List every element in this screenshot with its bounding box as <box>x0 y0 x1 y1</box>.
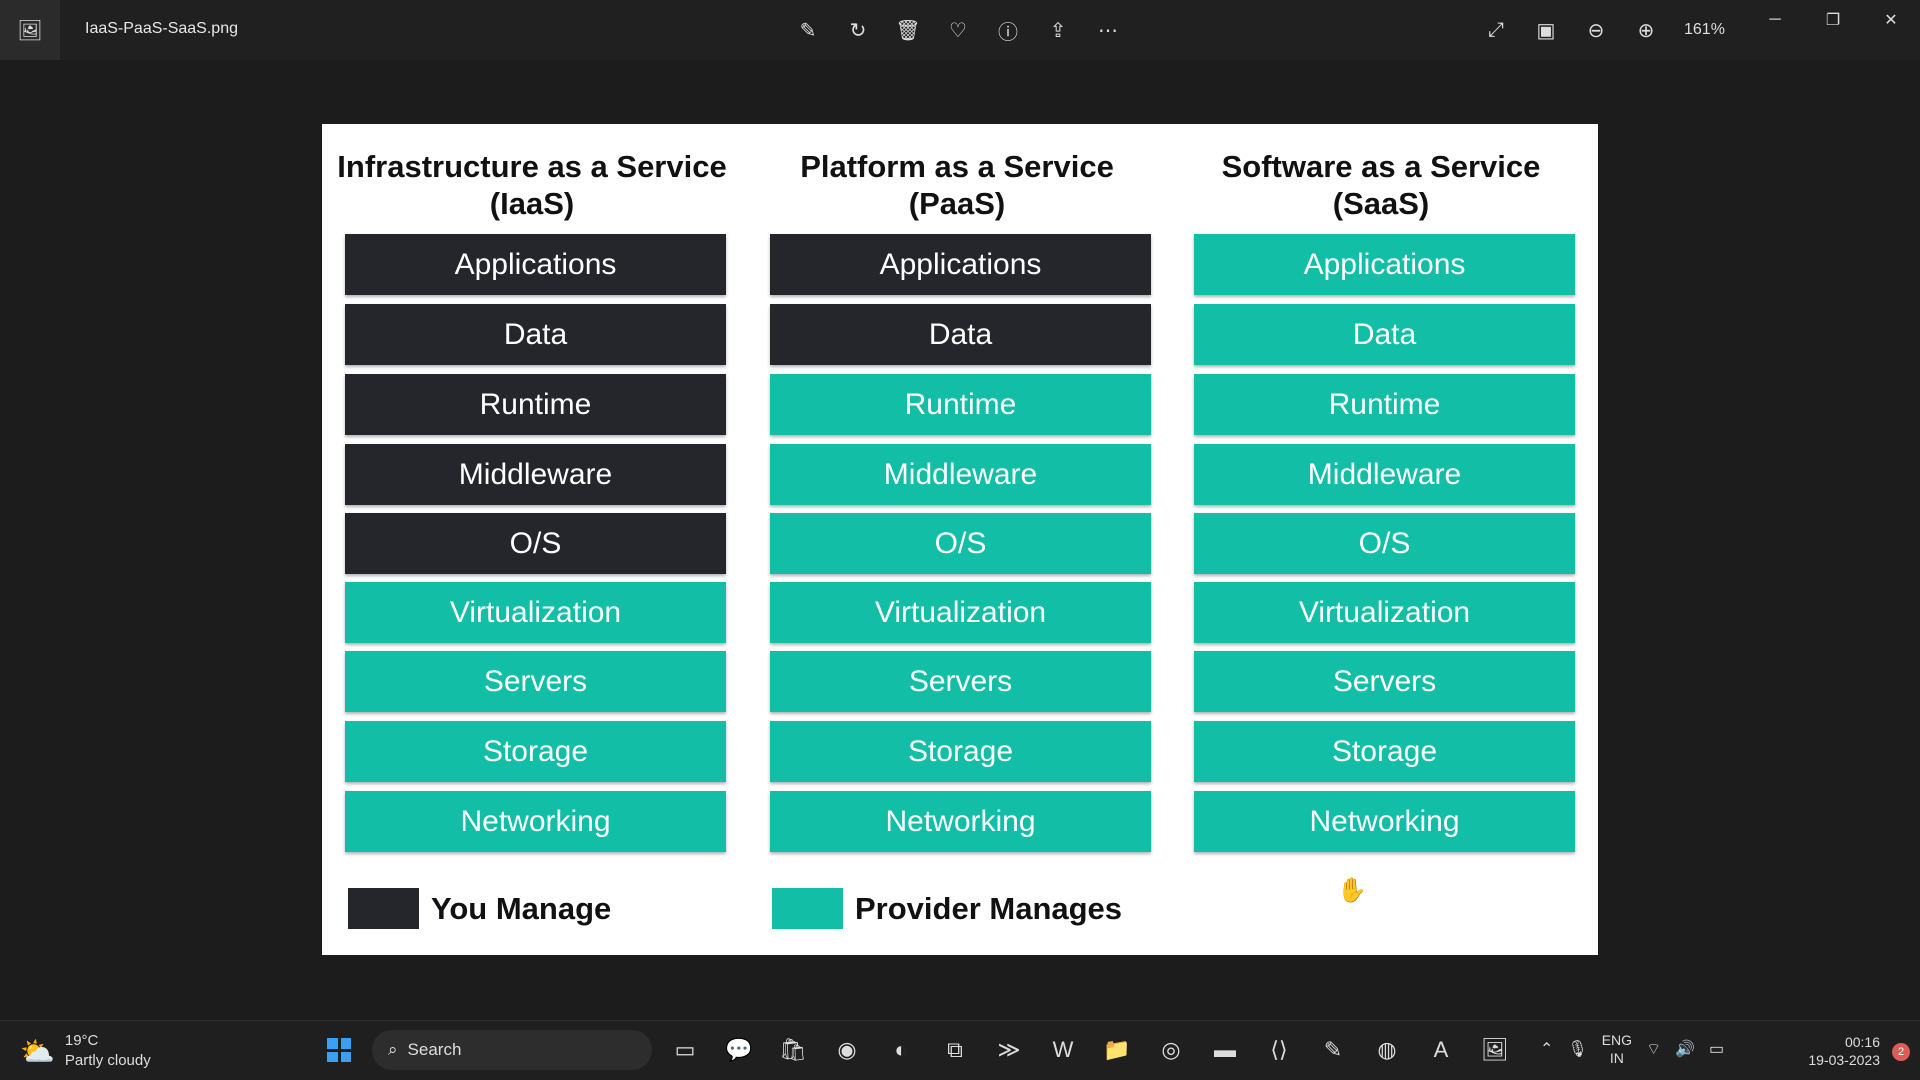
layer-box: O/S <box>770 513 1151 574</box>
layer-box: Networking <box>770 791 1151 852</box>
layer-box: O/S <box>345 513 726 574</box>
partly-cloudy-icon: ⛅ <box>20 1035 55 1067</box>
acrobat-icon[interactable]: A <box>1433 1037 1449 1062</box>
delete-icon[interactable]: 🗑 <box>895 19 921 42</box>
start-button[interactable] <box>318 1029 360 1071</box>
layer-box: Runtime <box>1194 374 1575 435</box>
system-tray: ⌃ 🎙 ENG IN ⌔ 🔊 ▭ <box>1540 1031 1724 1067</box>
layer-box: O/S <box>1194 513 1575 574</box>
restore-button[interactable]: ❐ <box>1825 12 1841 29</box>
layer-box: Networking <box>1194 791 1575 852</box>
record-icon[interactable]: ◉ <box>837 1037 857 1062</box>
terminal-icon[interactable]: ▬ <box>1214 1037 1236 1062</box>
share-icon[interactable]: ⇪ <box>1049 19 1067 42</box>
legend-you-manage: You Manage <box>348 888 611 929</box>
clock-time: 00:16 <box>1844 1034 1880 1050</box>
taskbar: ⛅ 19°C Partly cloudy ⌕ Search ▭ 💬 🛍 ◉ ◐ … <box>0 1020 1920 1080</box>
expand-icon[interactable]: ⤢ <box>1488 18 1504 41</box>
column-title: Platform as a Service(PaaS) <box>800 149 1114 221</box>
chevron-up-icon[interactable]: ⌃ <box>1540 1041 1554 1058</box>
powershell-icon[interactable]: ≫ <box>997 1037 1021 1062</box>
layer-box: Virtualization <box>345 582 726 643</box>
layer-box: Servers <box>1194 651 1575 712</box>
layer-box: Middleware <box>1194 444 1575 505</box>
battery-icon[interactable]: ▭ <box>1709 1041 1725 1058</box>
chat-icon[interactable]: 💬 <box>725 1037 753 1062</box>
layer-box: Applications <box>1194 234 1575 295</box>
minimize-button[interactable]: ─ <box>1769 11 1781 28</box>
weather-description: Partly cloudy <box>64 1052 151 1069</box>
layer-box: Applications <box>770 234 1151 295</box>
fit-icon[interactable]: ▣ <box>1536 19 1556 42</box>
layer-box: Data <box>345 304 726 365</box>
edge-icon[interactable]: ◐ <box>894 1037 908 1062</box>
layer-box: Middleware <box>345 444 726 505</box>
notepad-icon[interactable]: ✎ <box>1323 1037 1343 1062</box>
network-app-icon[interactable]: ⧉ <box>947 1037 963 1062</box>
volume-icon[interactable]: 🔊 <box>1675 1041 1696 1058</box>
layer-box: Virtualization <box>1194 582 1575 643</box>
info-icon[interactable]: ⓘ <box>998 21 1018 44</box>
photos-app-icon[interactable]: 🖼 <box>0 0 60 60</box>
layer-box: Servers <box>345 651 726 712</box>
weather-temperature: 19°C <box>64 1032 99 1049</box>
column-title: Infrastructure as a Service(IaaS) <box>337 149 727 221</box>
view-toolbar: ⤢ ▣ ⊖ ⊕ 161% <box>1478 12 1734 48</box>
legend-provider-manages: Provider Manages <box>772 888 1122 929</box>
legend-label: Provider Manages <box>855 890 1123 926</box>
legend-swatch <box>348 888 419 929</box>
task-view-icon[interactable]: ▭ <box>674 1037 696 1062</box>
chrome-icon[interactable]: ◍ <box>1377 1037 1397 1062</box>
layer-box: Data <box>1194 304 1575 365</box>
layer-box: Runtime <box>345 374 726 435</box>
legend-swatch <box>772 888 843 929</box>
layer-box: Storage <box>1194 721 1575 782</box>
notification-badge[interactable]: 2 <box>1892 1043 1910 1061</box>
vscode-icon[interactable]: ⟨⟩ <box>1270 1037 1288 1062</box>
image-canvas[interactable]: Infrastructure as a Service(IaaS) Applica… <box>0 60 1920 1020</box>
store-icon[interactable]: 🛍 <box>779 1037 807 1062</box>
layer-box: Middleware <box>770 444 1151 505</box>
title-bar: 🖼 IaaS-PaaS-SaaS.png ✎ ↻ 🗑 ♡ ⓘ ⇪ ⋯ ⤢ ▣ ⊖… <box>0 0 1920 60</box>
window-controls: ─ ❐ ✕ <box>1746 0 1920 40</box>
image-toolbar: ✎ ↻ 🗑 ♡ ⓘ ⇪ ⋯ <box>790 12 1126 48</box>
layer-box: Runtime <box>770 374 1151 435</box>
photos-taskbar-icon[interactable]: 🖼 <box>1481 1037 1509 1062</box>
diagram-image: Infrastructure as a Service(IaaS) Applica… <box>322 124 1598 955</box>
clock[interactable]: 00:16 19-03-2023 <box>1808 1033 1880 1069</box>
layer-box: Data <box>770 304 1151 365</box>
word-icon[interactable]: W <box>1052 1037 1074 1062</box>
taskbar-apps: ⌕ Search ▭ 💬 🛍 ◉ ◐ ⧉ ≫ W 📁 ◎ ▬ ⟨⟩ ✎ ◍ A … <box>318 1029 1516 1071</box>
favorite-icon[interactable]: ♡ <box>949 19 967 42</box>
column-title: Software as a Service(SaaS) <box>1221 149 1541 221</box>
weather-widget[interactable]: ⛅ 19°C Partly cloudy <box>20 1031 151 1071</box>
layer-box: Networking <box>345 791 726 852</box>
file-explorer-icon[interactable]: 📁 <box>1103 1037 1131 1062</box>
edit-icon[interactable]: ✎ <box>799 19 817 42</box>
zoom-out-icon[interactable]: ⊖ <box>1587 19 1605 42</box>
rotate-icon[interactable]: ↻ <box>849 19 867 42</box>
taskbar-search[interactable]: ⌕ Search <box>372 1030 652 1070</box>
obs-icon[interactable]: ◎ <box>1161 1037 1181 1062</box>
layer-box: Storage <box>770 721 1151 782</box>
wifi-icon[interactable]: ⌔ <box>1646 1041 1662 1058</box>
language-indicator[interactable]: ENG IN <box>1601 1032 1633 1066</box>
clock-date: 19-03-2023 <box>1808 1052 1880 1068</box>
layer-box: Applications <box>345 234 726 295</box>
hand-cursor-icon: ✋ <box>1337 877 1367 904</box>
zoom-level[interactable]: 161% <box>1684 21 1725 38</box>
search-icon: ⌕ <box>388 1040 398 1059</box>
search-label: Search <box>407 1040 462 1059</box>
layer-box: Servers <box>770 651 1151 712</box>
legend-label: You Manage <box>431 890 612 926</box>
layer-box: Storage <box>345 721 726 782</box>
file-name: IaaS-PaaS-SaaS.png <box>85 20 238 37</box>
close-button[interactable]: ✕ <box>1884 12 1898 29</box>
more-icon[interactable]: ⋯ <box>1098 19 1118 42</box>
zoom-in-icon[interactable]: ⊕ <box>1637 19 1655 42</box>
microphone-icon[interactable]: 🎙 <box>1567 1041 1588 1058</box>
layer-box: Virtualization <box>770 582 1151 643</box>
